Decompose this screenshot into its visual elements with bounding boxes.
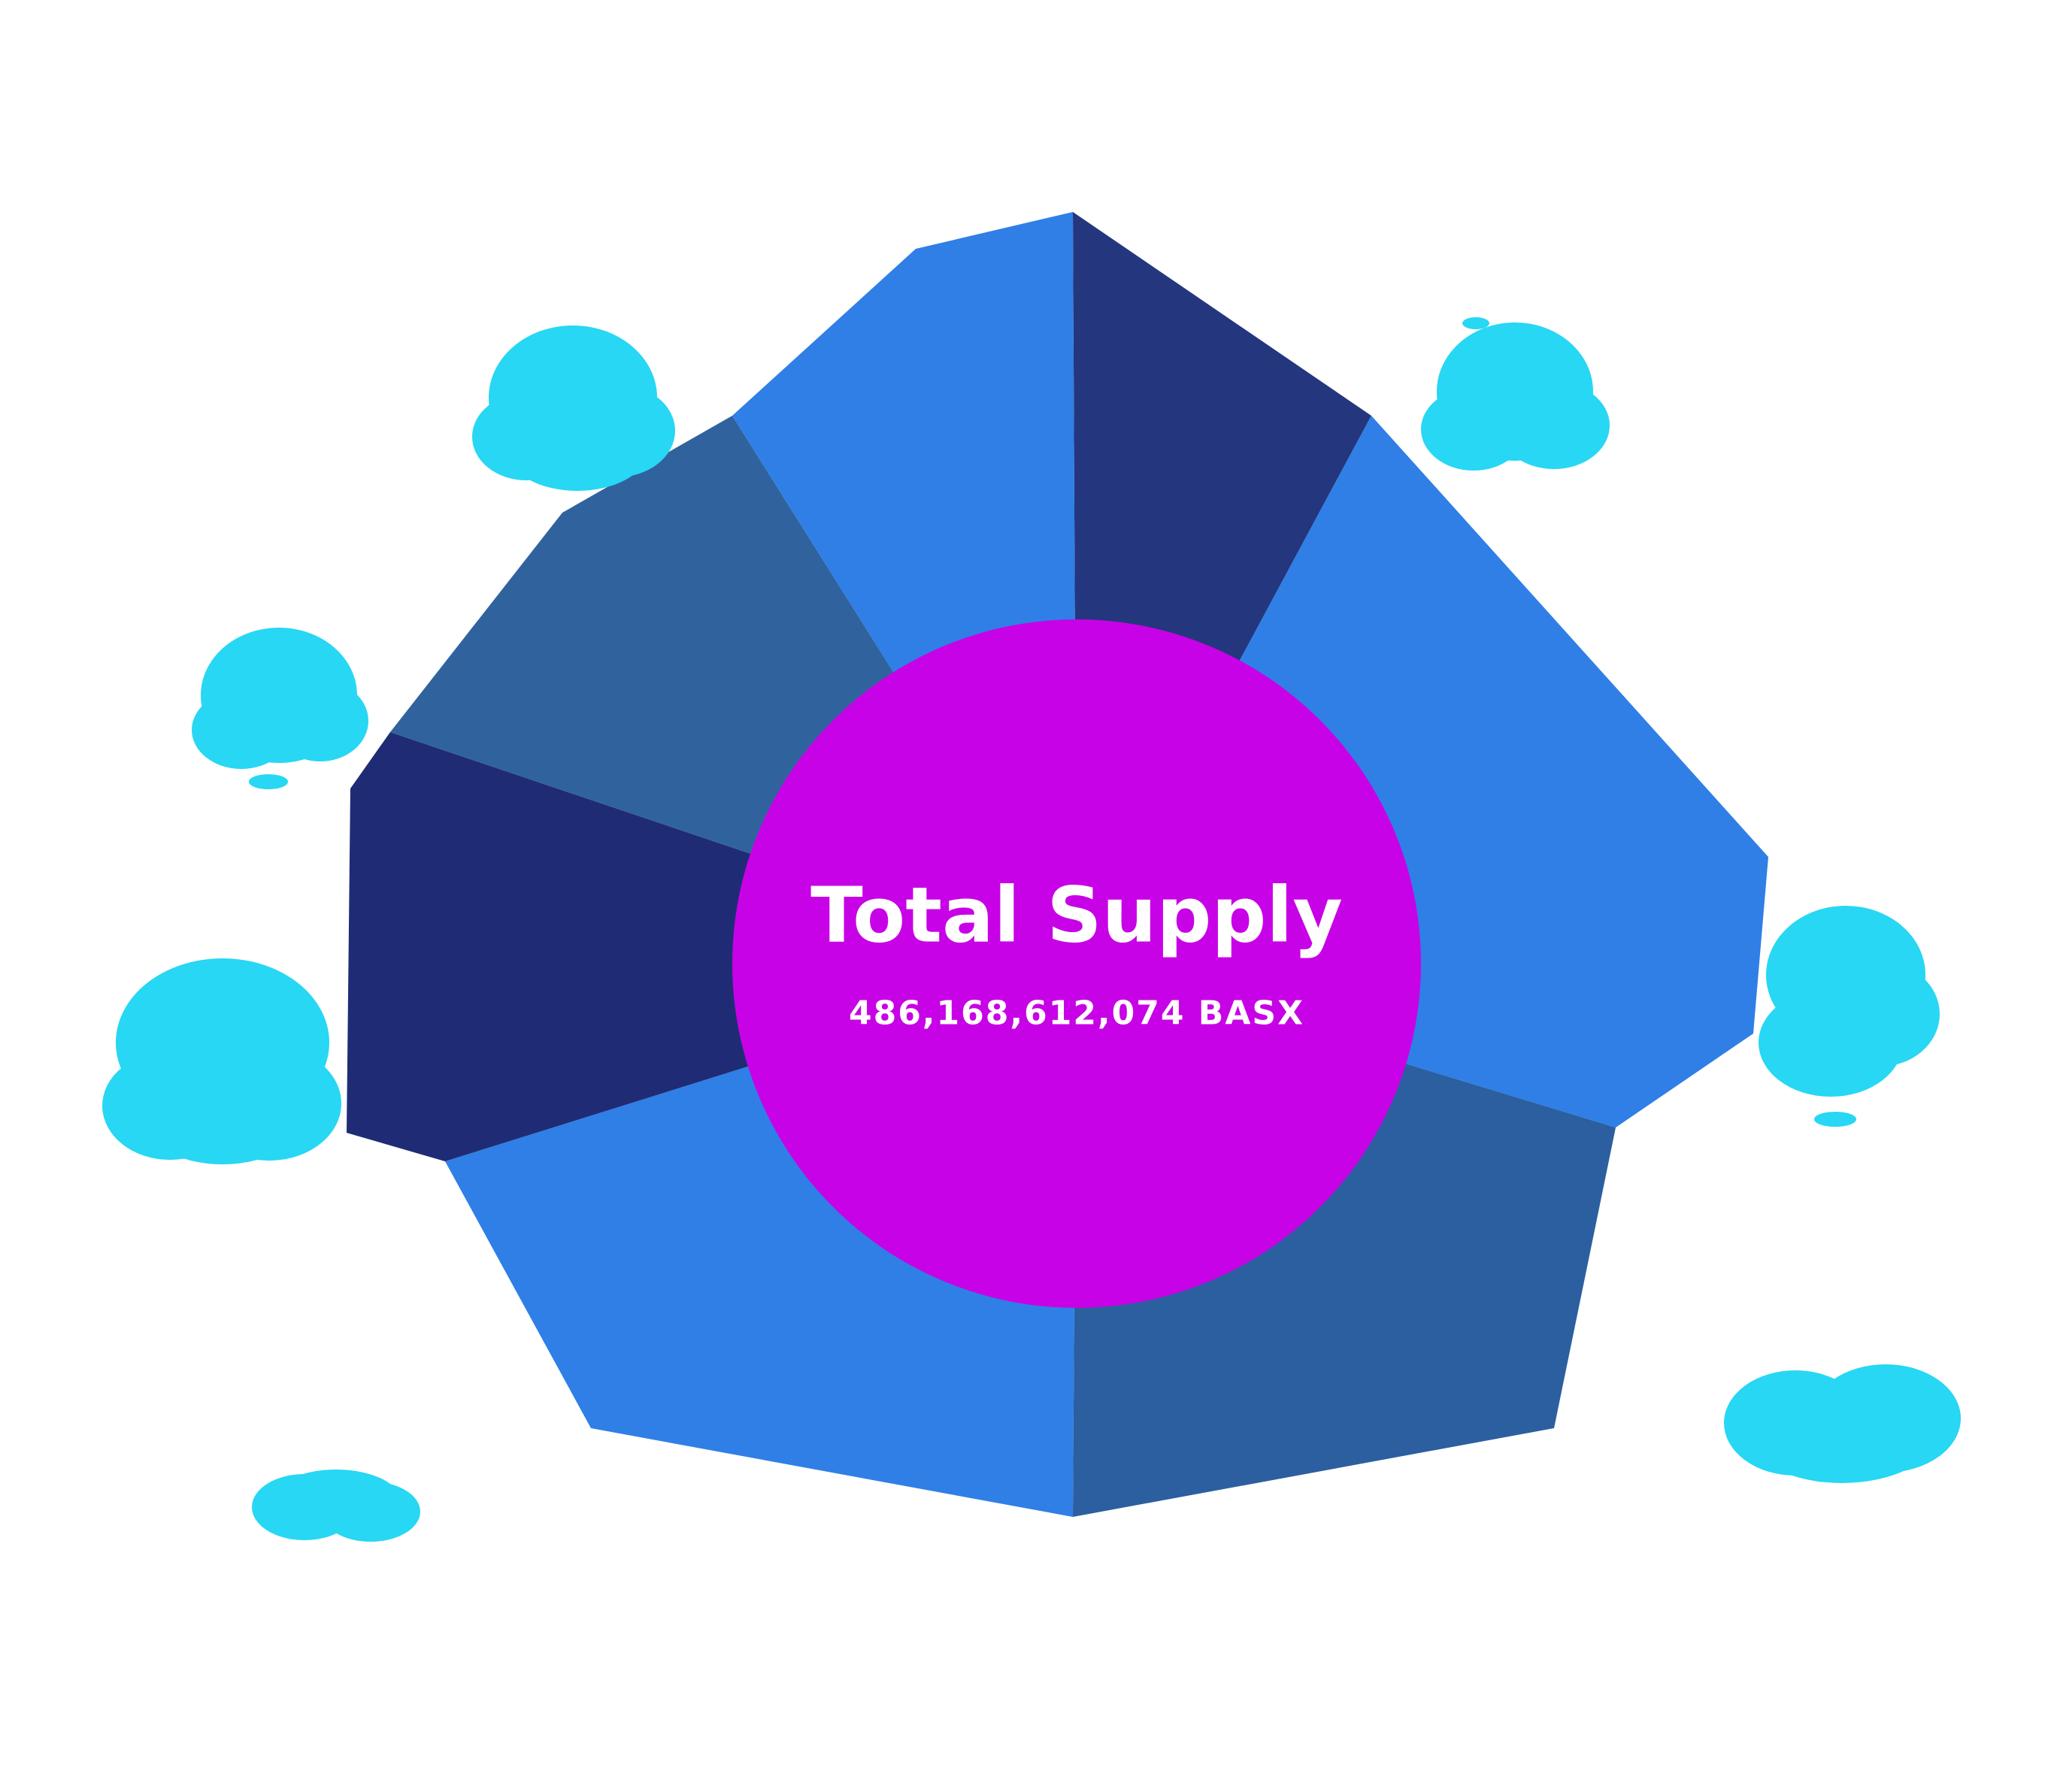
blob-speck <box>1462 317 1489 329</box>
blob-speck <box>171 1142 204 1155</box>
center-circle <box>732 619 1421 1308</box>
blob-bottom-right <box>1724 1364 1961 1483</box>
blob-right <box>1759 906 1940 1097</box>
blob-speck <box>1814 1112 1856 1127</box>
blob-left-upper <box>192 628 368 769</box>
blob-speck <box>249 774 288 789</box>
blob-top-left <box>472 325 675 491</box>
blobs-layer <box>102 317 1961 1542</box>
center-circle-layer <box>732 619 1421 1308</box>
wheel-segment-navy-left <box>347 732 1077 1161</box>
blob-left-lower <box>102 958 341 1164</box>
blob-bottom-left <box>252 1470 420 1542</box>
blob-top-right <box>1421 322 1610 471</box>
